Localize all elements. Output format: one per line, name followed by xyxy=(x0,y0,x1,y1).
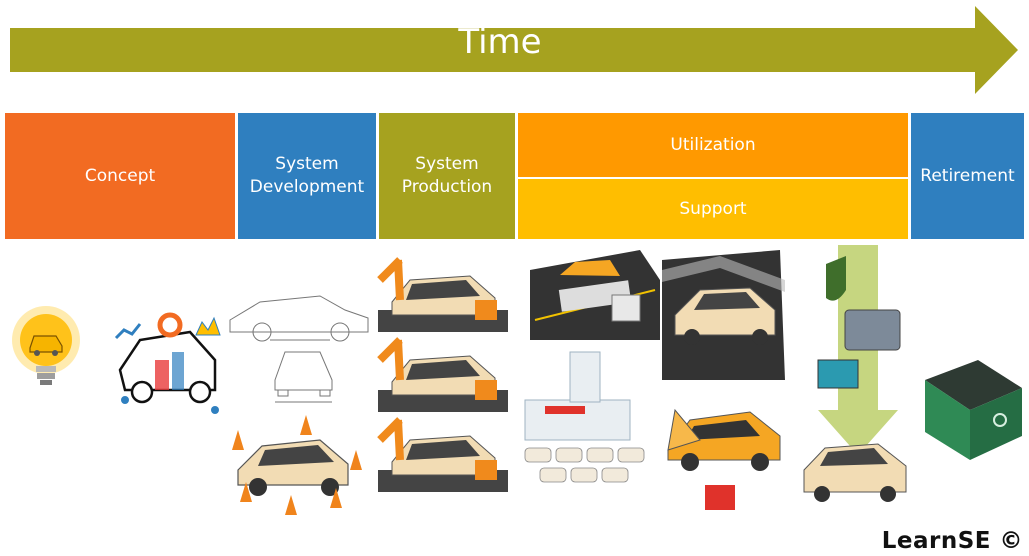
phase-system-production: System Production xyxy=(379,113,515,239)
phase-utilization: Utilization xyxy=(518,113,908,177)
car-repair-icon xyxy=(667,408,781,510)
concept-car-charts-icon xyxy=(114,312,221,414)
phase-system-development-label: System Development xyxy=(249,154,365,197)
phase-system-development: System Development xyxy=(238,113,376,239)
phase-utilization-label: Utilization xyxy=(670,134,756,155)
car-on-road-icon xyxy=(662,250,785,380)
time-arrow xyxy=(10,6,1018,94)
dealership-icon xyxy=(524,351,645,483)
time-label: Time xyxy=(458,22,542,62)
illustrations xyxy=(12,245,1022,515)
phase-support-label: Support xyxy=(679,198,747,219)
phase-retirement: Retirement xyxy=(911,113,1024,239)
robot-assembly-icon xyxy=(377,257,508,492)
phase-concept: Concept xyxy=(5,113,235,239)
recycling-dumpster-icon xyxy=(925,360,1022,460)
recycling-arrow-icon xyxy=(817,245,901,455)
tow-truck-icon xyxy=(530,250,660,340)
phase-system-production-label: System Production xyxy=(401,154,493,197)
phase-support: Support xyxy=(518,179,908,239)
learnse-logo: LearnSE © xyxy=(881,528,1023,554)
crash-test-car-icon xyxy=(232,415,362,515)
phase-concept-label: Concept xyxy=(84,165,156,186)
phase-retirement-label: Retirement xyxy=(920,165,1015,186)
car-blueprint-icon xyxy=(229,295,369,403)
lightbulb-car-icon xyxy=(12,306,80,385)
retired-car-icon xyxy=(803,443,907,502)
